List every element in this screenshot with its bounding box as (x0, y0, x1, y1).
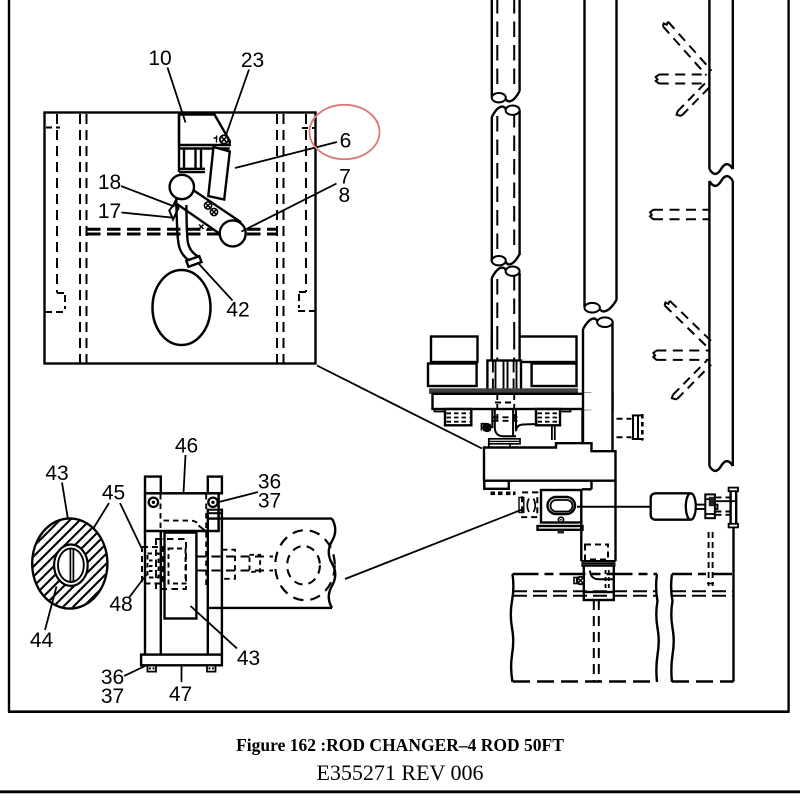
svg-text:45: 45 (102, 482, 125, 505)
svg-text:37: 37 (258, 490, 281, 513)
svg-text:46: 46 (175, 435, 198, 458)
svg-text:E355271 REV 006: E355271 REV 006 (316, 760, 483, 785)
svg-text:7: 7 (339, 166, 351, 189)
svg-text:47: 47 (169, 683, 192, 706)
svg-text:6: 6 (340, 130, 352, 153)
svg-text:48: 48 (109, 593, 132, 616)
svg-text:23: 23 (241, 49, 264, 72)
svg-text:36: 36 (101, 666, 124, 689)
svg-text:43: 43 (237, 647, 260, 670)
svg-text:42: 42 (226, 299, 249, 322)
svg-text:37: 37 (101, 685, 124, 708)
svg-text:8: 8 (338, 184, 350, 207)
svg-text:36: 36 (258, 471, 281, 494)
svg-text:10: 10 (148, 47, 171, 70)
svg-text:17: 17 (98, 200, 121, 223)
svg-text:18: 18 (98, 171, 121, 194)
svg-text:44: 44 (30, 629, 54, 652)
svg-text:43: 43 (45, 462, 68, 485)
svg-text:Figure 162 :ROD CHANGER–4 ROD: Figure 162 :ROD CHANGER–4 ROD 50FT (236, 735, 564, 755)
